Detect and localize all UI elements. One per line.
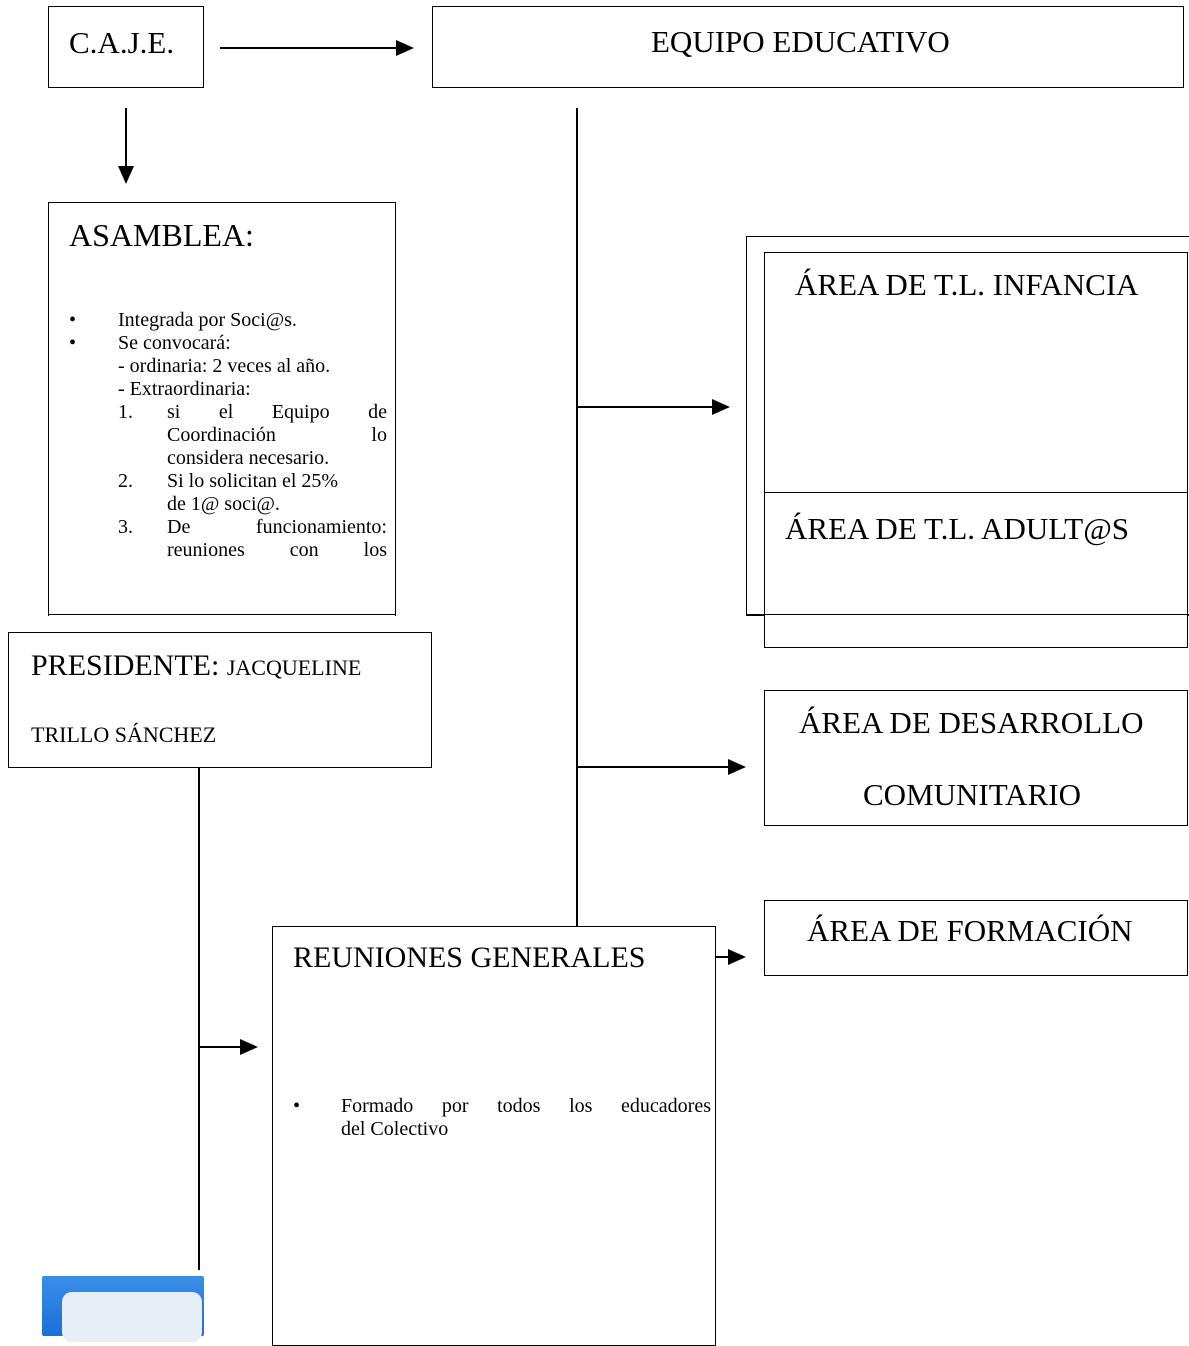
- reuniones-item-line: del Colectivo: [341, 1118, 449, 1140]
- caje-to-equipo-connector: [220, 47, 398, 49]
- equipo-educativo-box: EQUIPO EDUCATIVO: [432, 6, 1184, 88]
- area-formacion-box: ÁREA DE FORMACIÓN: [764, 900, 1188, 976]
- bullet-icon: •: [69, 332, 77, 354]
- asamblea-box: ASAMBLEA: • Integrada por Soci@s. • Se c…: [48, 202, 396, 616]
- asamblea-bottom-edge: [48, 614, 396, 615]
- asamblea-subline: - ordinaria: 2 veces al año.: [118, 355, 331, 377]
- desarrollo-branch: [576, 766, 730, 768]
- corner-fragment-image: [42, 1276, 204, 1342]
- area-stack-divider: [746, 614, 1189, 615]
- presidente-to-reuniones-connector: [198, 768, 200, 1270]
- bullet-icon: •: [69, 309, 77, 331]
- corner-fragment-inner: [62, 1292, 202, 1342]
- asamblea-numbered-line: Si lo solicitan el 25%: [167, 470, 339, 492]
- asamblea-numbered-line: Coordinación lo: [167, 424, 387, 446]
- caje-to-asamblea-arrowhead: [118, 166, 134, 184]
- area-desarrollo-label: ÁREA DE DESARROLLO: [799, 705, 1144, 740]
- reuniones-arrowhead: [240, 1039, 258, 1055]
- reuniones-item-line: Formado por todos los educadores: [341, 1095, 711, 1117]
- equipo-educativo-label: EQUIPO EDUCATIVO: [651, 24, 950, 59]
- area-desarrollo-box: ÁREA DE DESARROLLO COMUNITARIO: [764, 690, 1188, 826]
- asamblea-number: 3.: [118, 516, 133, 538]
- area-infancia-label: ÁREA DE T.L. INFANCIA: [795, 267, 1139, 302]
- asamblea-numbered-line: considera necesario.: [167, 447, 330, 469]
- caje-to-asamblea-connector: [125, 108, 127, 176]
- formacion-arrowhead: [728, 949, 746, 965]
- infancia-arrowhead: [712, 399, 730, 415]
- asamblea-numbered-line: si el Equipo de: [167, 401, 387, 423]
- reuniones-branch: [198, 1046, 244, 1048]
- asamblea-number: 1.: [118, 401, 133, 423]
- presidente-box: PRESIDENTE: JACQUELINE TRILLO SÁNCHEZ: [8, 632, 432, 768]
- caje-to-equipo-arrowhead: [396, 40, 414, 56]
- reuniones-bullet-icon: •: [293, 1095, 301, 1117]
- equipo-spine-connector: [576, 108, 578, 958]
- asamblea-number: 2.: [118, 470, 133, 492]
- area-adultos-label: ÁREA DE T.L. ADULT@S: [785, 511, 1130, 546]
- reuniones-title: REUNIONES GENERALES: [293, 941, 646, 974]
- infancia-branch: [576, 406, 716, 408]
- area-adultos-box: ÁREA DE T.L. ADULT@S: [764, 492, 1188, 648]
- presidente-label: PRESIDENTE: JACQUELINE: [31, 649, 362, 682]
- asamblea-title: ASAMBLEA:: [69, 217, 254, 253]
- asamblea-numbered-line: De funcionamiento:: [167, 516, 387, 538]
- area-infancia-box: ÁREA DE T.L. INFANCIA: [764, 252, 1188, 494]
- area-formacion-label: ÁREA DE FORMACIÓN: [807, 913, 1133, 948]
- desarrollo-arrowhead: [728, 759, 746, 775]
- asamblea-numbered-line: de 1@ soci@.: [167, 493, 280, 515]
- asamblea-subline: - Extraordinaria:: [118, 378, 251, 400]
- area-desarrollo-label-line2: COMUNITARIO: [863, 777, 1081, 812]
- presidente-name: TRILLO SÁNCHEZ: [31, 722, 217, 747]
- asamblea-numbered-line: reuniones con los: [167, 539, 387, 561]
- caje-box: C.A.J.E.: [48, 6, 204, 88]
- reuniones-box: REUNIONES GENERALES • Formado por todos …: [272, 926, 716, 1346]
- caje-label: C.A.J.E.: [69, 25, 175, 60]
